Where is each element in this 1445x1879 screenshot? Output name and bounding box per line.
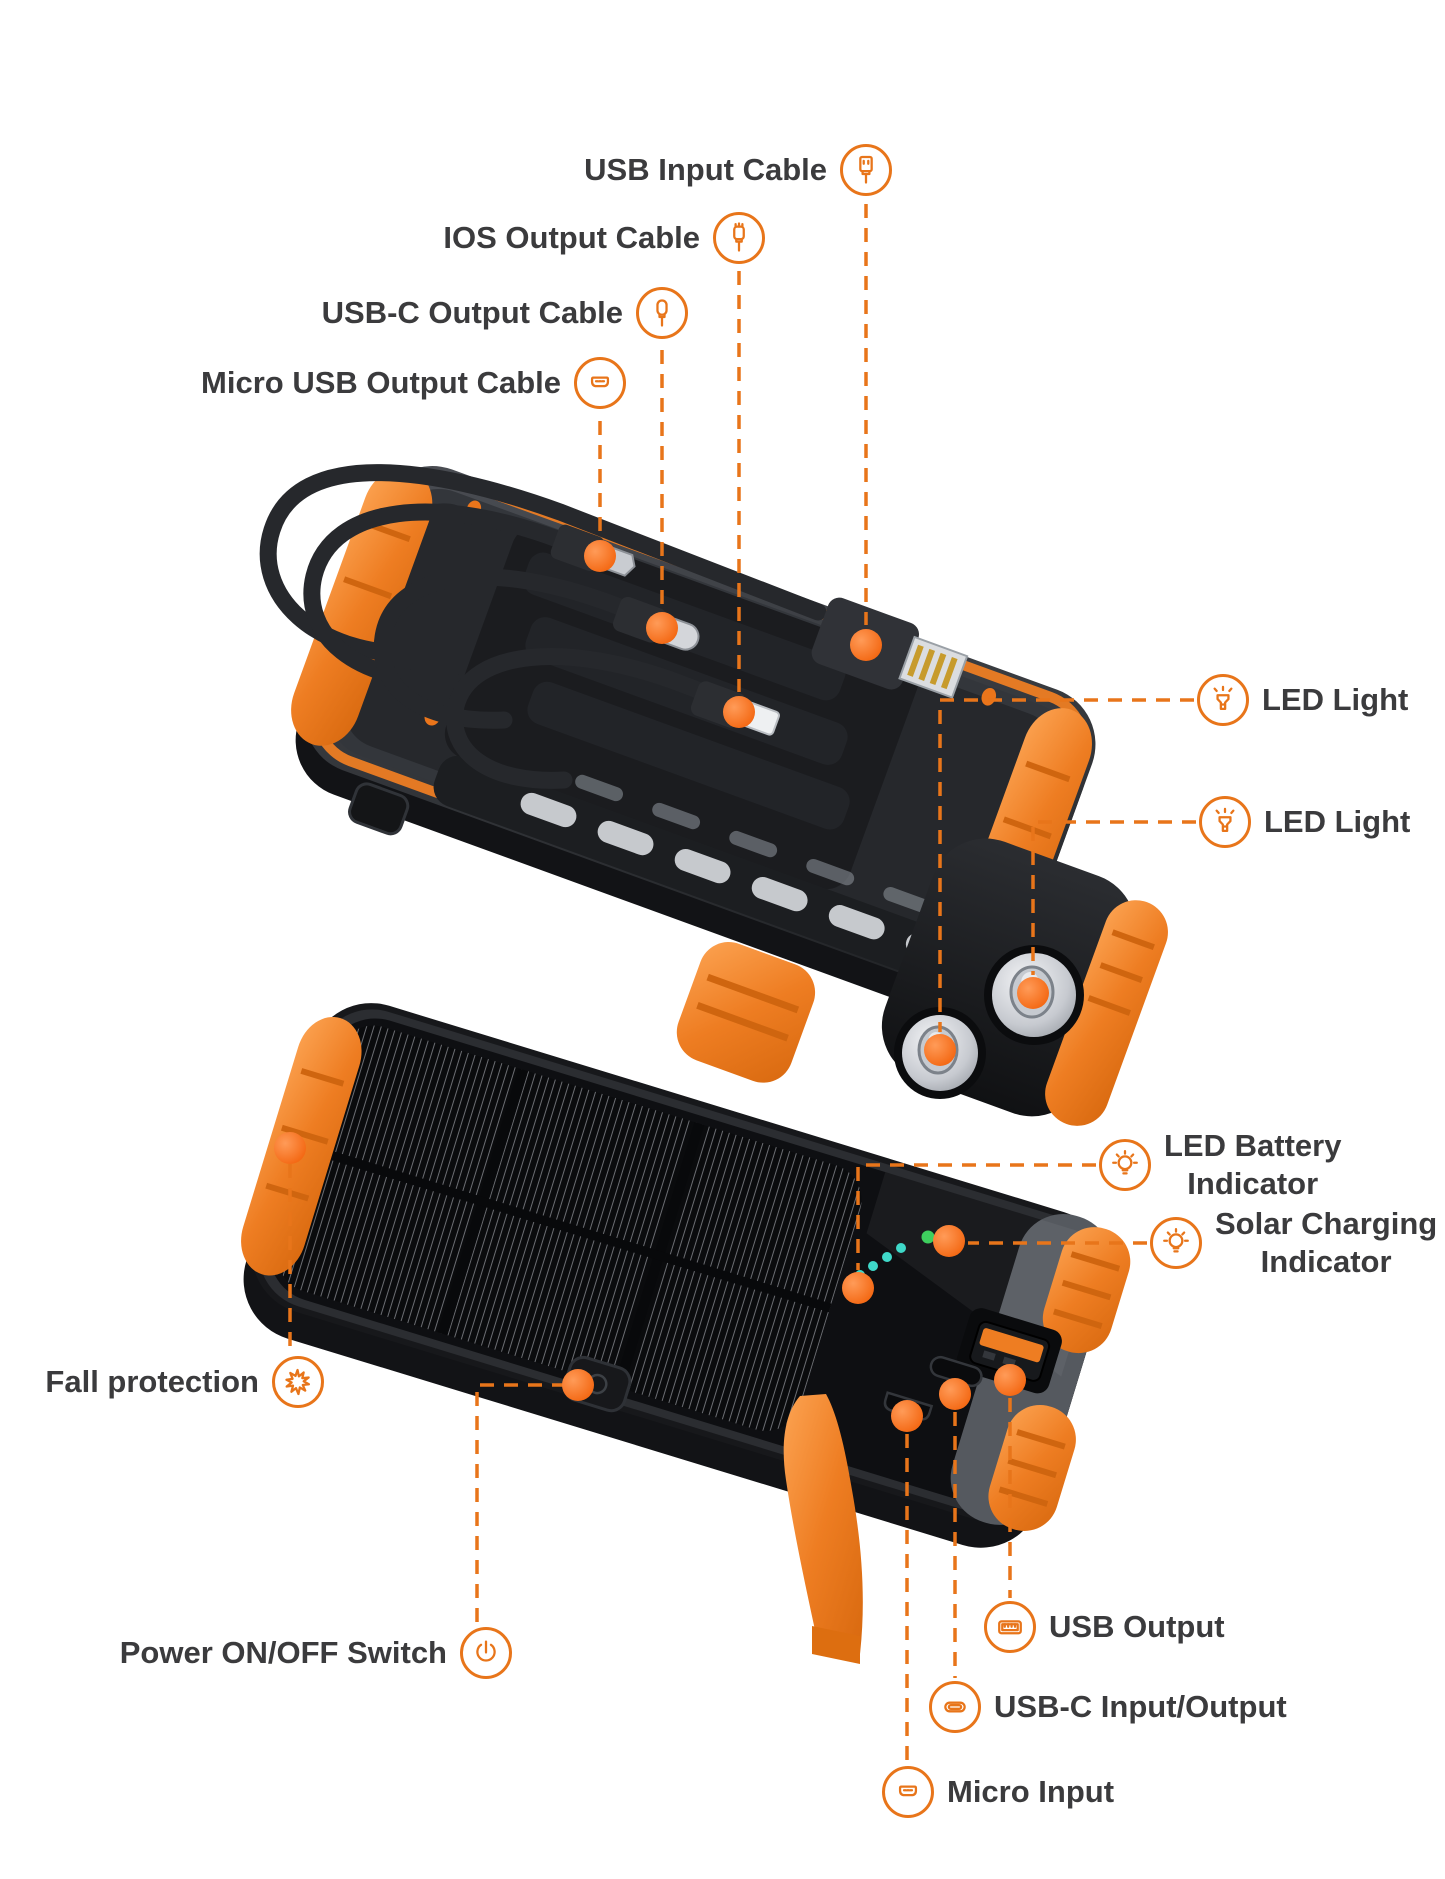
callout-power-switch: Power ON/OFF Switch — [120, 1627, 512, 1679]
usb-a-output-port — [956, 1308, 1062, 1394]
callout-ios-output-cable: IOS Output Cable — [443, 212, 765, 264]
built-in-cables — [259, 464, 827, 789]
callout-dot — [994, 1364, 1026, 1396]
usb-a-connector-icon — [840, 144, 892, 196]
impact-burst-icon — [272, 1356, 324, 1408]
callout-led-light-top: LED Light — [1197, 674, 1408, 726]
callout-label: Micro USB Output Cable — [201, 365, 561, 400]
callout-dot — [646, 612, 678, 644]
callout-micro-usb-output-cable: Micro USB Output Cable — [201, 357, 626, 409]
callout-fall-protection: Fall protection — [45, 1356, 324, 1408]
flashlight-icon — [1197, 674, 1249, 726]
callout-usb-output: USB Output — [984, 1601, 1225, 1653]
callout-dot — [924, 1034, 956, 1066]
callout-label: USB-C Input/Output — [994, 1689, 1287, 1724]
callout-label: Power ON/OFF Switch — [119, 1635, 447, 1670]
callout-label: USB Input Cable — [584, 152, 827, 187]
usb-c-connector-icon — [636, 287, 688, 339]
power-icon — [460, 1627, 512, 1679]
callout-dot — [939, 1378, 971, 1410]
callout-usb-c-input-output: USB-C Input/Output — [929, 1681, 1287, 1733]
callout-usb-input-cable: USB Input Cable — [584, 144, 892, 196]
solar-charging-led — [921, 1230, 935, 1244]
callout-label: Micro Input — [947, 1774, 1115, 1809]
callout-dot — [1017, 977, 1049, 1009]
callout-dot — [562, 1369, 594, 1401]
lightning-connector-icon — [713, 212, 765, 264]
callout-dot — [584, 540, 616, 572]
callout-dot — [850, 629, 882, 661]
callout-label: Fall protection — [45, 1364, 259, 1399]
callout-led-light-bottom: LED Light — [1199, 796, 1410, 848]
usb-c-port-icon — [929, 1681, 981, 1733]
callout-dots — [274, 540, 1049, 1432]
callout-label: USB Output — [1049, 1609, 1225, 1644]
callout-dot — [723, 696, 755, 728]
callout-usb-c-output-cable: USB-C Output Cable — [322, 287, 688, 339]
callout-dot — [842, 1272, 874, 1304]
flashlight-icon — [1199, 796, 1251, 848]
callout-label: IOS Output Cable — [443, 220, 700, 255]
micro-usb-connector-icon — [574, 357, 626, 409]
callout-solar-charging-indicator: Solar Charging Indicator — [1150, 1205, 1437, 1281]
lower-power-bank — [241, 1003, 1131, 1664]
callout-label: USB-C Output Cable — [321, 295, 623, 330]
micro-usb-port-icon — [882, 1766, 934, 1818]
callout-label: LED Battery Indicator — [1164, 1128, 1342, 1201]
callout-dot — [933, 1225, 965, 1257]
callout-micro-input: Micro Input — [882, 1766, 1114, 1818]
lightbulb-icon — [1150, 1216, 1202, 1269]
callout-led-battery-indicator: LED Battery Indicator — [1099, 1127, 1341, 1203]
upper-power-button — [348, 782, 410, 836]
callout-dot — [891, 1400, 923, 1432]
lightbulb-icon — [1099, 1138, 1151, 1191]
callout-dot — [274, 1132, 306, 1164]
callout-label: Solar Charging Indicator — [1215, 1206, 1438, 1279]
corner-bumper — [676, 942, 816, 1083]
callout-label: LED Light — [1264, 804, 1411, 839]
callout-label: LED Light — [1262, 682, 1409, 717]
lanyard-strap-fold — [812, 1626, 860, 1664]
lanyard-strap — [783, 1394, 863, 1654]
usb-a-port-icon — [984, 1601, 1036, 1653]
callout-lines — [288, 204, 1196, 1762]
